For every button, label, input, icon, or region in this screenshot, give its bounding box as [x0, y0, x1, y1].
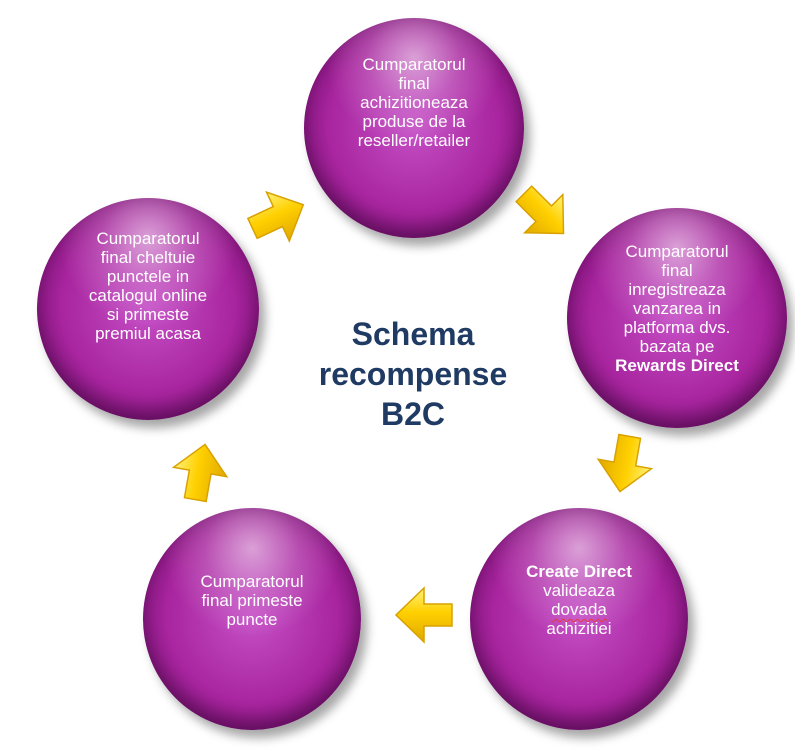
step-line: Cumparatorul — [96, 229, 200, 248]
step-line: dovada — [551, 600, 607, 619]
create-direct-label: Create Direct — [526, 562, 632, 581]
rewards-direct-label: Rewards Direct — [615, 355, 739, 375]
step-line: vanzarea in — [633, 298, 721, 318]
step-line: achizitioneaza — [360, 92, 468, 112]
title-line: Schema — [351, 316, 475, 352]
step-circle-receive-points: Cumparatorul final primeste puncte — [143, 508, 361, 730]
step-line: premiul acasa — [95, 324, 201, 343]
title-line: recompense — [318, 356, 508, 392]
step-line: Cumparatorul — [200, 571, 304, 591]
step-line: inregistreaza — [628, 279, 726, 299]
arrow-up-right-icon — [242, 182, 312, 252]
arrow-down-icon — [590, 428, 660, 498]
step-text-purchase: Cumparatorul final achizitioneaza produs… — [358, 55, 470, 150]
step-line: final cheltuie — [100, 248, 196, 267]
step-line: final — [398, 73, 430, 93]
arrow-down-right-icon — [508, 178, 578, 248]
step-text-register-sale: Cumparatorul final inregistreaza vanzare… — [615, 242, 739, 375]
step-circle-register-sale: Cumparatorul final inregistreaza vanzare… — [567, 208, 787, 428]
step-text-validate: Create Direct valideaza dovada achizitie… — [526, 562, 632, 638]
step-line: achizitiei — [546, 619, 612, 638]
step-line: punctele in — [106, 267, 190, 286]
step-line: bazata pe — [639, 336, 715, 356]
step-line: reseller/retailer — [357, 130, 471, 150]
step-text-spend-points: Cumparatorul final cheltuie punctele in … — [89, 229, 207, 343]
step-line: Cumparatorul — [625, 241, 729, 261]
arrow-up-icon — [165, 438, 235, 508]
step-line: si primeste — [106, 305, 190, 324]
step-line: final — [661, 260, 693, 280]
step-circle-purchase: Cumparatorul final achizitioneaza produs… — [304, 18, 524, 238]
arrow-left-icon — [390, 580, 460, 650]
step-line: valideaza — [543, 581, 615, 600]
step-circle-validate: Create Direct valideaza dovada achizitie… — [470, 508, 688, 730]
step-circle-spend-points: Cumparatorul final cheltuie punctele in … — [37, 198, 259, 420]
step-text-receive-points: Cumparatorul final primeste puncte — [201, 572, 304, 629]
step-line: catalogul online — [88, 286, 208, 305]
step-line: platforma dvs. — [623, 317, 731, 337]
step-line: puncte — [226, 609, 278, 629]
step-line: Cumparatorul — [362, 54, 466, 74]
step-line: produse de la — [362, 111, 466, 131]
step-line: final primeste — [201, 590, 303, 610]
diagram-title: Schema recompense B2C — [290, 314, 536, 434]
title-line: B2C — [380, 396, 445, 432]
